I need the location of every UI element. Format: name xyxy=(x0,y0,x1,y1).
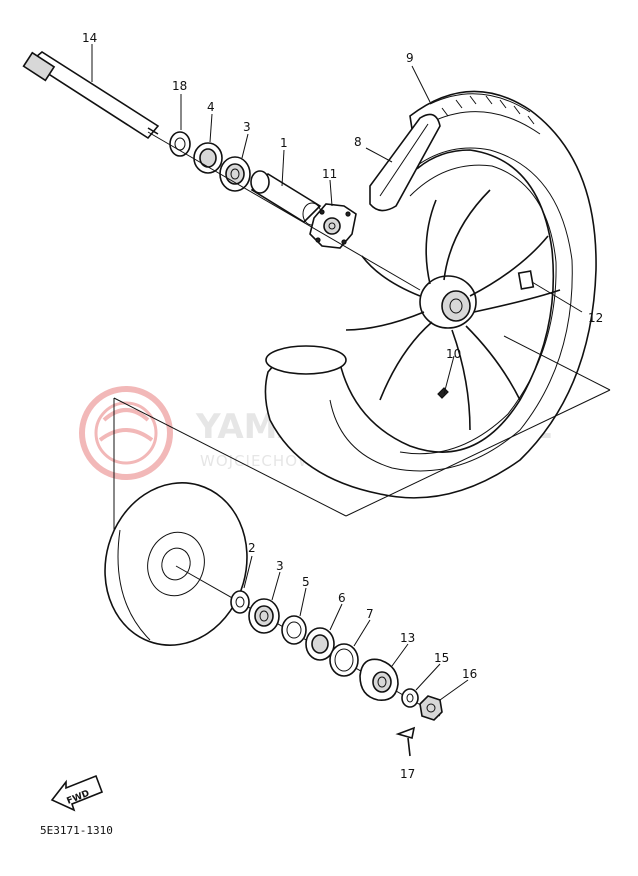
leader-3a xyxy=(241,133,249,159)
leader-4 xyxy=(209,113,213,143)
label-6: 6 xyxy=(338,591,346,605)
leader-2 xyxy=(243,555,253,589)
part-bearing-lower[interactable] xyxy=(248,598,280,634)
leader-5 xyxy=(299,587,307,617)
leader-13 xyxy=(391,643,409,667)
leader-9 xyxy=(411,65,431,103)
part-labels: 14 18 4 3 1 9 8 11 12 10 2 3 5 6 7 13 15… xyxy=(82,31,603,781)
leader-15 xyxy=(415,663,441,691)
label-16: 16 xyxy=(462,667,477,681)
label-9: 9 xyxy=(406,51,414,65)
part-meter-gear[interactable] xyxy=(359,658,399,701)
part-oil-seal-upper[interactable] xyxy=(193,142,223,174)
label-7: 7 xyxy=(366,607,374,621)
part-tube[interactable] xyxy=(369,113,441,212)
leader-7 xyxy=(353,619,371,647)
part-flange[interactable] xyxy=(309,203,357,249)
part-wheel-tire[interactable] xyxy=(264,90,597,499)
label-17: 17 xyxy=(400,767,415,781)
part-cotter-pin[interactable] xyxy=(395,726,416,757)
label-3b: 3 xyxy=(276,559,284,573)
label-18: 18 xyxy=(172,79,187,93)
part-collar-lower[interactable] xyxy=(230,590,250,614)
leader-3b xyxy=(271,571,281,601)
part-circlip[interactable] xyxy=(281,615,307,645)
label-5: 5 xyxy=(302,575,310,589)
leader-16 xyxy=(439,679,469,701)
label-13: 13 xyxy=(400,631,415,645)
label-15: 15 xyxy=(434,651,449,665)
part-axle[interactable] xyxy=(22,51,160,140)
label-1: 1 xyxy=(280,136,288,150)
part-bearing-upper[interactable] xyxy=(219,156,251,192)
assembly-frame xyxy=(113,335,611,536)
leader-11 xyxy=(329,179,333,207)
leader-1 xyxy=(281,149,285,187)
leader-8 xyxy=(365,147,393,163)
watermark-logo-icon xyxy=(79,386,173,480)
label-4: 4 xyxy=(207,100,215,114)
label-11: 11 xyxy=(322,167,337,181)
label-12: 12 xyxy=(588,311,603,325)
diagram-code: 5E3171-1310 xyxy=(40,824,113,837)
leader-12 xyxy=(531,281,583,313)
leader-6 xyxy=(329,603,343,631)
part-oil-seal-lower[interactable] xyxy=(305,627,335,661)
part-washer[interactable] xyxy=(401,688,419,708)
label-8: 8 xyxy=(354,135,362,149)
label-14: 14 xyxy=(82,31,97,45)
label-3a: 3 xyxy=(243,120,251,134)
part-spacer[interactable] xyxy=(250,170,322,226)
fwd-arrow-icon: FWD xyxy=(50,774,104,812)
part-axle-nut[interactable] xyxy=(419,695,443,721)
axis-line xyxy=(147,131,421,291)
part-brake-disc[interactable] xyxy=(86,466,266,662)
part-retainer[interactable] xyxy=(329,643,359,677)
leader-10 xyxy=(443,355,455,395)
label-2: 2 xyxy=(248,541,256,555)
part-collar[interactable] xyxy=(169,131,191,157)
label-10: 10 xyxy=(446,347,461,361)
